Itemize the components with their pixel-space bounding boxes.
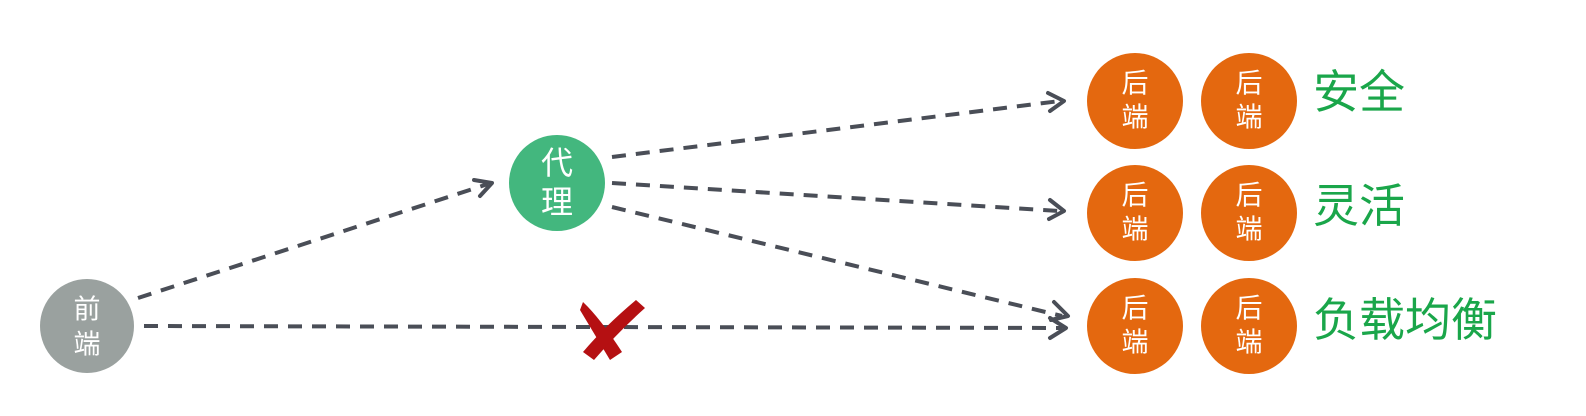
edge-frontend-to-proxy xyxy=(137,182,489,300)
backend-label-line2: 端 xyxy=(1122,328,1149,359)
backend-label-line1: 后 xyxy=(1236,181,1263,212)
backend-circle xyxy=(1087,165,1183,261)
backend-node-row2-a: 后 端 xyxy=(1087,165,1183,261)
backend-label-line2: 端 xyxy=(1236,328,1263,359)
backend-circle xyxy=(1201,165,1297,261)
backend-node-row3-b: 后 端 xyxy=(1201,278,1297,374)
edges xyxy=(137,91,1070,340)
backend-label-line1: 后 xyxy=(1122,69,1149,100)
feature-load-balancing: 负载均衡 xyxy=(1313,293,1497,347)
blocked-x-stroke-1 xyxy=(580,302,622,360)
frontend-circle xyxy=(40,279,134,373)
backend-label-line1: 后 xyxy=(1236,69,1263,100)
backend-circle xyxy=(1087,53,1183,149)
proxy-label-line1: 代 xyxy=(541,144,573,182)
backend-label-line2: 端 xyxy=(1122,215,1149,246)
blocked-x-stroke-2 xyxy=(583,300,645,360)
backend-label-line2: 端 xyxy=(1236,103,1263,134)
proxy-node: 代 理 xyxy=(509,135,605,231)
frontend-node: 前 端 xyxy=(40,279,134,373)
feature-security: 安全 xyxy=(1313,65,1405,119)
backend-label-line1: 后 xyxy=(1236,294,1263,325)
frontend-label-line1: 前 xyxy=(74,295,101,326)
backend-node-row2-b: 后 端 xyxy=(1201,165,1297,261)
arrowhead-backend-row2 xyxy=(1047,198,1066,221)
backend-label-line1: 后 xyxy=(1122,294,1149,325)
edge-proxy-to-backend-row3 xyxy=(611,205,1063,318)
feature-flexibility: 灵活 xyxy=(1313,179,1405,233)
backend-label-line2: 端 xyxy=(1122,103,1149,134)
arrowhead-backend-row3-from-proxy xyxy=(1049,300,1070,322)
backend-node-row1-b: 后 端 xyxy=(1201,53,1297,149)
arrowhead-backend-row3-direct xyxy=(1048,316,1068,340)
arrowhead-backend-row1 xyxy=(1046,91,1066,113)
backend-circle xyxy=(1201,53,1297,149)
backend-circle xyxy=(1201,278,1297,374)
blocked-x-icon xyxy=(580,300,645,360)
backend-circle xyxy=(1087,278,1183,374)
proxy-circle xyxy=(509,135,605,231)
backend-node-row1-a: 后 端 xyxy=(1087,53,1183,149)
edge-proxy-to-backend-row2 xyxy=(611,181,1061,213)
edge-proxy-to-backend-row1 xyxy=(611,99,1061,159)
backend-node-row3-a: 后 端 xyxy=(1087,278,1183,374)
arrowhead-proxy xyxy=(472,178,494,198)
proxy-label-line2: 理 xyxy=(541,183,573,221)
backend-label-line2: 端 xyxy=(1236,215,1263,246)
frontend-label-line2: 端 xyxy=(74,330,101,361)
backend-label-line1: 后 xyxy=(1122,181,1149,212)
